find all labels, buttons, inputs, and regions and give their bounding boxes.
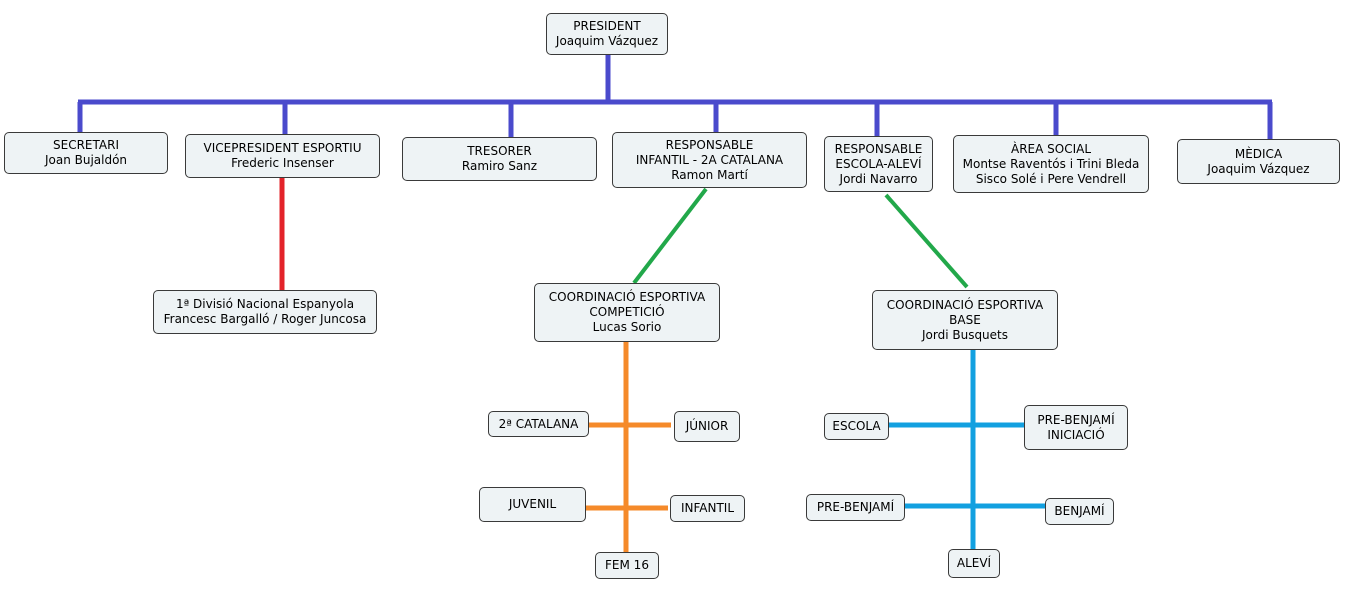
divisio-node[interactable]: 1ª Divisió Nacional Espanyola Francesc B… [153,290,377,334]
vicepresident-role: VICEPRESIDENT ESPORTIU [203,141,362,155]
fem16-node[interactable]: FEM 16 [595,552,659,579]
junior-label: JÚNIOR [685,419,729,433]
medica-name: Joaquim Vázquez [1207,161,1310,176]
president-name: Joaquim Vázquez [555,34,659,48]
coord-competicio-role2: COMPETICIÓ [589,305,665,319]
resp-infantil-name: Ramon Martí [671,167,748,182]
tresorer-node[interactable]: TRESORER Ramiro Sanz [402,137,597,181]
secretari-name: Joan Bujaldón [44,153,128,167]
area-social-node[interactable]: ÀREA SOCIAL Montse Raventós i Trini Bled… [953,135,1149,193]
coord-base-role1: COORDINACIÓ ESPORTIVA [886,297,1044,312]
prebenjami-iniciacio-node[interactable]: PRE-BENJAMÍ INICIACIÓ [1024,405,1128,450]
area-social-name1: Montse Raventós i Trini Bleda [962,156,1140,171]
coord-competicio-name: Lucas Sorio [592,320,662,334]
coord-base-name: Jordi Busquets [921,327,1009,342]
vicepresident-node[interactable]: VICEPRESIDENT ESPORTIU Frederic Insenser [185,134,380,178]
infantil-label: INFANTIL [680,501,735,515]
alevi-label: ALEVÍ [956,556,992,570]
escola-node[interactable]: ESCOLA [824,413,889,440]
tresorer-name: Ramiro Sanz [461,159,538,173]
base-connectors [888,349,1046,549]
alevi-node[interactable]: ALEVÍ [948,549,1000,578]
infantil-node[interactable]: INFANTIL [670,495,745,522]
resp-escola-role2: ESCOLA-ALEVÍ [835,156,922,171]
resp-escola-role1: RESPONSABLE [834,141,923,156]
president-node[interactable]: PRESIDENT Joaquim Vázquez [546,13,668,55]
resp-infantil-role1: RESPONSABLE [665,137,754,152]
divisio-role: 1ª Divisió Nacional Espanyola [175,297,355,311]
resp-escola-name: Jordi Navarro [839,171,918,186]
coord-connectors [632,187,969,289]
resp-infantil-role2: INFANTIL - 2A CATALANA [635,152,784,167]
divisio-name: Francesc Bargalló / Roger Juncosa [163,312,367,326]
president-role: PRESIDENT [573,19,641,33]
coord-competicio-node[interactable]: COORDINACIÓ ESPORTIVA COMPETICIÓ Lucas S… [534,283,720,342]
secretari-node[interactable]: SECRETARI Joan Bujaldón [4,132,168,174]
competicio-connectors [586,341,671,552]
tresorer-role: TRESORER [467,144,532,158]
main-connectors [77,54,1273,141]
coord-competicio-role1: COORDINACIÓ ESPORTIVA [548,290,706,304]
escola-label: ESCOLA [832,419,881,433]
coord-base-node[interactable]: COORDINACIÓ ESPORTIVA BASE Jordi Busquet… [872,290,1058,350]
secretari-role: SECRETARI [53,138,119,152]
benjami-label: BENJAMÍ [1054,504,1105,518]
prebenjami-label: PRE-BENJAMÍ [816,500,895,514]
vicepresident-name: Frederic Insenser [231,156,334,170]
juvenil-label: JUVENIL [508,497,557,511]
coord-base-role2: BASE [949,312,981,327]
area-social-name2: Sisco Solé i Pere Vendrell [975,171,1127,186]
benjami-node[interactable]: BENJAMÍ [1045,498,1114,525]
catalana2-label: 2ª CATALANA [498,416,579,431]
medica-role: MÈDICA [1234,146,1283,161]
prebenjami-iniciacio-label1: PRE-BENJAMÍ [1037,412,1115,427]
fem16-label: FEM 16 [605,558,649,572]
prebenjami-iniciacio-label2: INICIACIÓ [1047,427,1105,442]
resp-escola-node[interactable]: RESPONSABLE ESCOLA-ALEVÍ Jordi Navarro [824,136,933,192]
medica-node[interactable]: MÈDICA Joaquim Vázquez [1177,139,1340,184]
catalana2-node[interactable]: 2ª CATALANA [488,411,589,437]
juvenil-node[interactable]: JUVENIL [479,487,586,522]
area-social-role: ÀREA SOCIAL [1010,141,1092,156]
resp-infantil-node[interactable]: RESPONSABLE INFANTIL - 2A CATALANA Ramon… [612,132,807,188]
junior-node[interactable]: JÚNIOR [674,411,740,442]
prebenjami-node[interactable]: PRE-BENJAMÍ [806,494,905,521]
